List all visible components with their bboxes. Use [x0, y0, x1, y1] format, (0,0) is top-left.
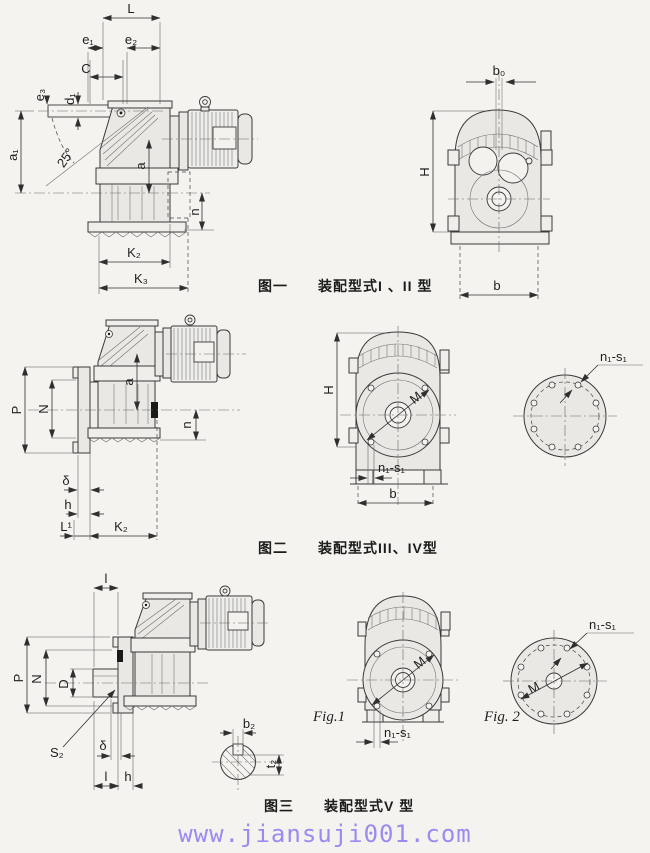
dim-b: b [493, 278, 500, 293]
dim-e3: e₃ [32, 89, 47, 102]
figure2-drawing: P N a n δ h L¹ K₂ [9, 314, 643, 540]
dim-a1: a₁ [5, 149, 20, 161]
dim-angle-25: 25° [54, 145, 78, 170]
dim-b0: b₀ [493, 63, 506, 78]
dim-P: P [9, 406, 24, 415]
dim-e2: e₂ [125, 32, 137, 47]
figure3-shaft-section: b₂ t₂ [212, 716, 284, 790]
dim-l-top: l [105, 571, 108, 586]
figure3-front-dimensions: M n₁-s₁ Fig.1 [312, 653, 435, 748]
dim-n: n [179, 421, 194, 428]
dim-N: N [29, 674, 44, 683]
dim-n1-s1: n₁-s₁ [600, 349, 627, 364]
dim-t2: t₂ [263, 760, 278, 769]
figure3-flange-view: M n₁-s₁ Fig. 2 [483, 617, 634, 734]
dim-n1-s1: n₁-s₁ [384, 725, 411, 740]
figure2-side-view [28, 314, 246, 540]
dim-n: n [187, 208, 202, 215]
figure3-drawing: l P N D S₂ δ l h [11, 571, 634, 790]
caption-figure1: 图一 装配型式I 、II 型 [258, 278, 433, 294]
fig2-label: Fig. 2 [483, 709, 520, 725]
figure1-side-view [15, 96, 258, 292]
figure3-side-view [45, 585, 270, 714]
dim-K2: K₂ [127, 245, 141, 260]
dim-L1: L¹ [60, 519, 72, 534]
dim-L: L [127, 1, 134, 16]
dim-b2: b₂ [243, 716, 255, 731]
dim-h: h [64, 497, 71, 512]
dim-n1-s1: n₁-s₁ [378, 460, 405, 475]
dim-l-bottom: l [105, 769, 108, 784]
website-url-link[interactable]: www.jiansuji001.com [178, 820, 472, 848]
dim-e1: e₁ [82, 32, 94, 47]
dim-H: H [417, 167, 432, 176]
caption-figure3: 图三 装配型式V 型 [264, 798, 415, 814]
figure1-front-dimensions: b₀ H b [417, 63, 539, 300]
dim-H: H [321, 385, 336, 394]
figure2-flange-view: n₁-s₁ [513, 349, 643, 466]
figure1-front-view [447, 70, 553, 252]
dim-C: C [81, 61, 90, 76]
dim-n1-s1: n₁-s₁ [589, 617, 616, 632]
dim-N: N [36, 404, 51, 413]
dim-a: a [133, 162, 148, 170]
fig1-label: Fig.1 [312, 709, 345, 725]
figure1-side-dimensions: L e₁ e₂ C d₁ e₃ a₁ 25° a n K₂ K₃ [5, 1, 214, 294]
dim-delta: δ [62, 473, 69, 488]
dim-K3: K₃ [134, 271, 148, 286]
dim-d1: d₁ [62, 93, 77, 105]
dim-K2: K₂ [114, 519, 128, 534]
figure2-side-dimensions: P N a n δ h L¹ K₂ [9, 353, 206, 540]
figure1-drawing: L e₁ e₂ C d₁ e₃ a₁ 25° a n K₂ K₃ [5, 1, 553, 300]
dim-D: D [56, 679, 71, 688]
caption-figure2: 图二 装配型式III、IV型 [258, 540, 438, 556]
dim-S2: S₂ [50, 745, 64, 760]
dim-delta: δ [99, 738, 106, 753]
dim-b: b [389, 486, 396, 501]
figure3-front-view [347, 592, 459, 742]
dim-P: P [11, 674, 26, 683]
dim-h: h [124, 769, 131, 784]
dim-a: a [121, 378, 136, 386]
figure3-side-dimensions: l P N D S₂ δ l h [11, 571, 143, 790]
